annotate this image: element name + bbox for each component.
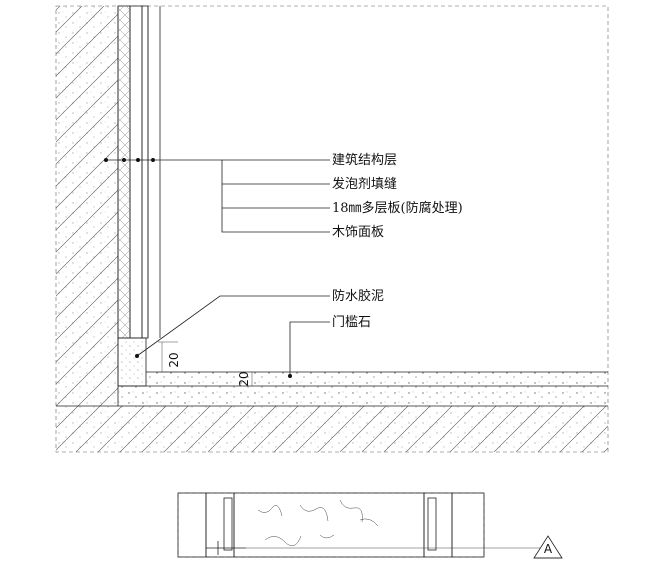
main-section-detail: 20 20 建筑结构层 发泡剂填缝 18㎜多层板(防腐处理) 木饰面板 防水胶泥… — [55, 5, 609, 453]
leader-line — [136, 295, 330, 357]
threshold-stone — [146, 372, 608, 386]
floor-screed — [118, 386, 608, 406]
marble-threshold — [233, 492, 425, 558]
dimension-horizontal-label: 20 — [237, 371, 251, 386]
label-threshold: 门槛石 — [332, 315, 371, 330]
veneer-panel — [141, 5, 149, 339]
vertical-dimension: 20 — [158, 341, 181, 373]
dimension-vertical-label: 20 — [167, 352, 181, 367]
leader-line — [289, 321, 330, 376]
plan-key-diagram: A — [177, 492, 563, 559]
plywood-layer — [129, 5, 143, 339]
right-jamb — [451, 492, 485, 558]
label-veneer: 木饰面板 — [332, 225, 384, 240]
section-mark-label: A — [544, 542, 553, 556]
label-plywood: 18㎜多层板(防腐处理) — [332, 200, 463, 216]
label-foam: 发泡剂填缝 — [332, 176, 397, 192]
horizontal-dimension: 20 — [237, 371, 253, 387]
label-structure: 建筑结构层 — [332, 152, 397, 168]
left-jamb — [177, 492, 207, 558]
label-waterproof: 防水胶泥 — [332, 288, 384, 304]
section-marker: A — [533, 535, 563, 559]
